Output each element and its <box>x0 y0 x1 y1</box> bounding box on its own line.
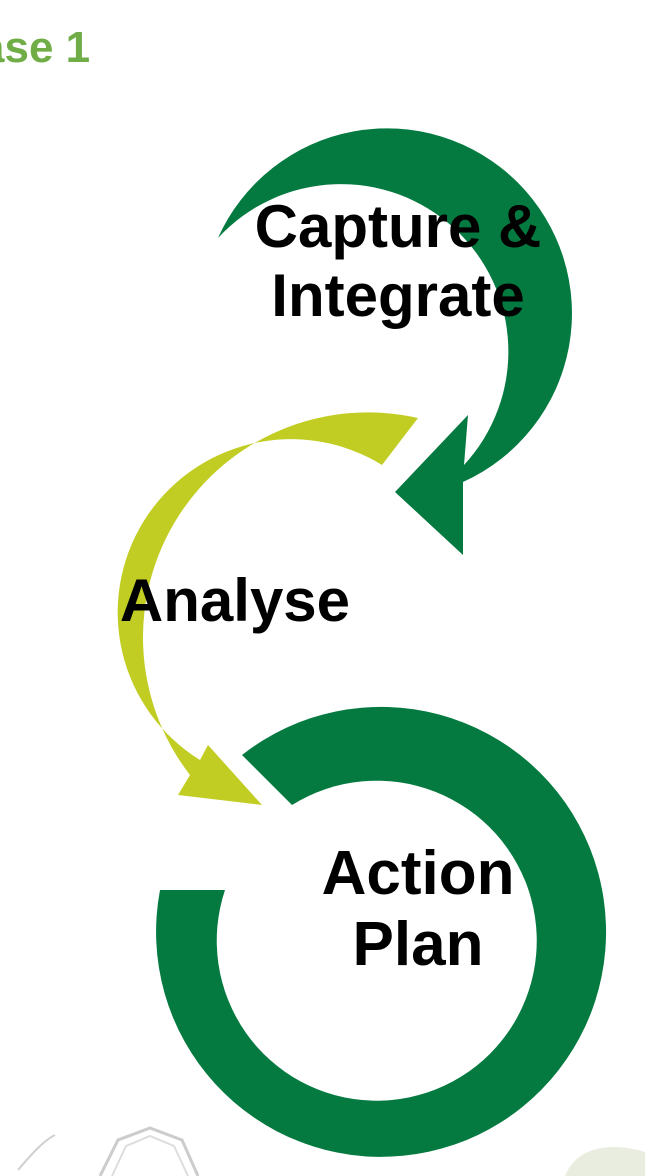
step-analyse-line1: Analyse <box>119 567 351 634</box>
step-capture-line2: Integrate <box>271 262 525 329</box>
step-action-plan-label: Action Plan <box>278 838 558 981</box>
step-analyse-label: Analyse <box>90 566 380 635</box>
step-capture-line1: Capture & <box>254 193 542 260</box>
analyse-arc-arrow <box>117 412 419 805</box>
decor-swirl <box>17 1134 56 1171</box>
decor-leaf <box>565 1146 645 1176</box>
capture-arc-arrow <box>150 128 572 555</box>
step-capture-integrate-label: Capture & Integrate <box>218 192 578 330</box>
decor-badge-outline <box>98 1126 200 1176</box>
action-arc-arrow <box>156 706 607 1157</box>
decor-badge-inner <box>111 1134 189 1176</box>
step-action-line1: Action <box>321 839 515 908</box>
phase-title: ase 1 <box>0 23 91 72</box>
step-action-line2: Plan <box>352 910 484 980</box>
